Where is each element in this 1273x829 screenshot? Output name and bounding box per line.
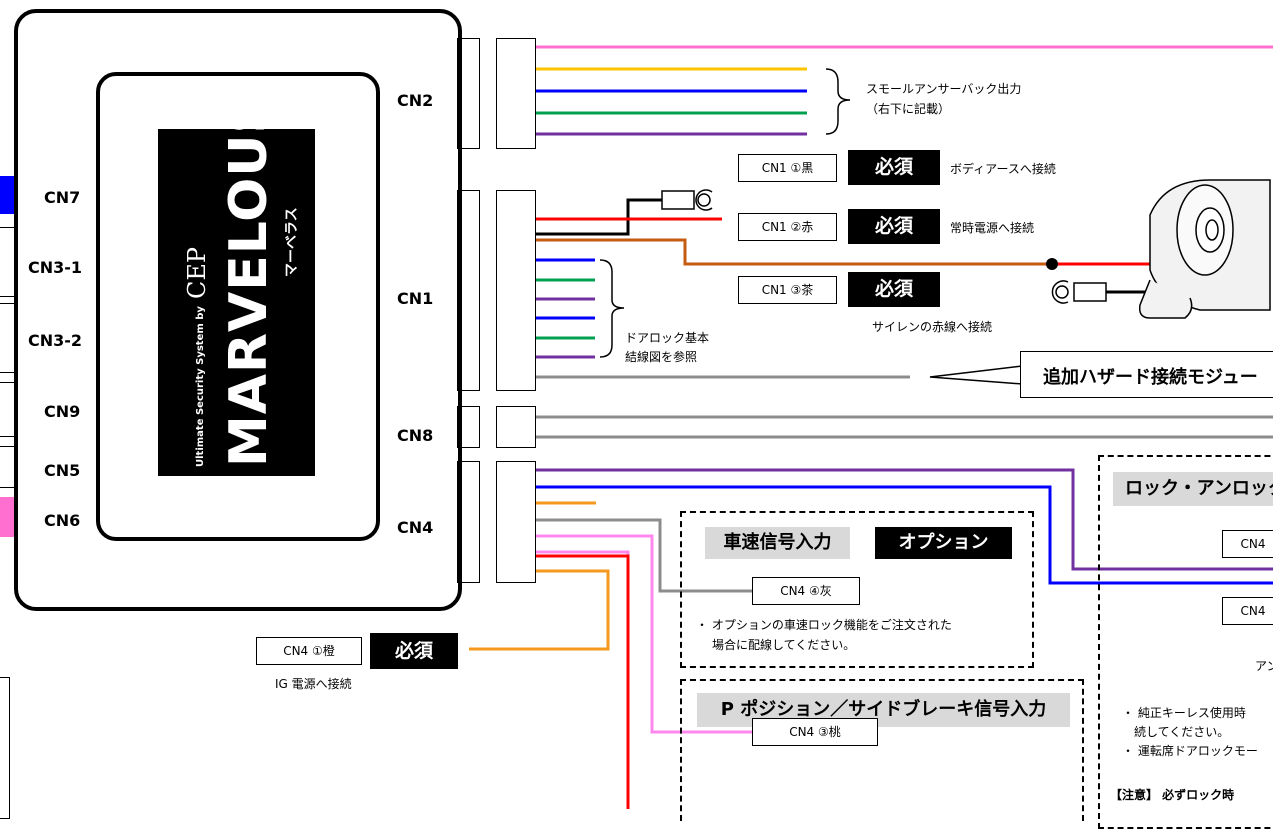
wiring-diagram: [469, 45, 1273, 809]
cn1-desc-brown: サイレンの赤線へ接続: [872, 320, 993, 334]
lock-code-2: CN4: [1222, 597, 1273, 625]
left-connector-cn7: [0, 176, 14, 214]
cn1-socket: [457, 190, 480, 391]
cn1-required-badge-brown: 必須: [848, 272, 940, 307]
speed-signal-title: 車速信号入力: [705, 527, 850, 559]
cn2-brace: [825, 68, 851, 135]
ig-code: CN4 ①橙: [256, 637, 362, 665]
legend-frame-fragment: [0, 677, 10, 819]
cn2-plug: [496, 38, 536, 149]
lock-code-1: CN4: [1222, 530, 1273, 558]
ground-terminal-sleeve: [661, 190, 695, 210]
siren-ground-sleeve: [1073, 282, 1107, 302]
p-position-panel: [680, 679, 1084, 821]
port-label-cn8: CN8: [397, 426, 434, 445]
port-label-cn6: CN6: [44, 511, 81, 530]
port-label-cn2: CN2: [397, 91, 434, 110]
cn4-purple-wire: [535, 468, 1273, 571]
cn1-required-badge-black: 必須: [848, 150, 940, 185]
cn8-plug: [496, 406, 536, 448]
ground-ring-terminal: [695, 189, 713, 211]
lock-fragment: アン: [1255, 659, 1273, 673]
cn1-desc-red: 常時電源へ接続: [950, 221, 1035, 235]
cn2-note-line2: （右下に記載）: [866, 102, 951, 116]
ig-required-badge: 必須: [370, 633, 458, 669]
siren-junction: [1046, 258, 1058, 270]
port-label-cn4: CN4: [397, 518, 434, 537]
ig-desc: IG 電源へ接続: [275, 677, 352, 691]
cn1-code-black: CN1 ①黒: [738, 154, 837, 182]
cn4-pink-wire: [535, 534, 752, 734]
cn4-plug: [496, 461, 536, 583]
lock-unlock-panel: [1098, 455, 1273, 829]
cn1-brown-wire: [535, 238, 1052, 266]
cn1-desc-black: ボディアースへ接続: [950, 162, 1056, 176]
hazard-callout-pointer: [929, 365, 1023, 385]
cn1-plug: [496, 190, 536, 391]
lock-note1b: 続してください。: [1134, 725, 1230, 739]
lock-warning: 【注意】 必ずロック時: [1110, 788, 1235, 802]
cn4-orange-wire: [469, 569, 610, 651]
left-connector-cn6: [0, 497, 14, 537]
speed-note-line2: 場合に配線してください。: [712, 638, 856, 652]
logo-katakana: マーベラス: [284, 207, 300, 277]
cn4-gray-wire: [535, 518, 752, 593]
cn2-socket: [457, 38, 480, 149]
siren-illustration: [1138, 179, 1271, 319]
door-brace: [599, 259, 625, 358]
logo-brand: MARVELOUS: [219, 95, 279, 467]
lock-note2: ・ 運転席ドアロックモー: [1122, 744, 1258, 758]
cn4-socket: [457, 461, 480, 583]
speed-option-badge: オプション: [875, 527, 1012, 559]
cn4-pink-wire-2: [535, 550, 630, 809]
lock-unlock-title: ロック・アンロック: [1113, 472, 1273, 506]
door-lock-note-line2: 結線図を参照: [625, 350, 698, 364]
port-label-cn3-1: CN3-1: [28, 258, 83, 277]
logo-maker: CEP: [183, 246, 211, 299]
marvelous-logo: MARVELOUS マーベラス Ultimate Security System…: [158, 95, 315, 476]
speed-signal-panel: [680, 511, 1034, 668]
hazard-callout-box: [1020, 351, 1273, 398]
logo-tagline: Ultimate Security System by: [195, 306, 206, 467]
siren-ground-ring: [1051, 280, 1069, 304]
port-label-cn1: CN1: [397, 289, 434, 308]
cn8-socket: [457, 406, 480, 448]
speed-note-line1: ・ オプションの車速ロック機能をご注文された: [696, 618, 952, 632]
port-label-cn3-2: CN3-2: [28, 331, 83, 350]
p-position-code: CN4 ③桃: [752, 718, 878, 746]
lock-note1: ・ 純正キーレス使用時: [1122, 706, 1246, 720]
cn4-blue-wire: [535, 485, 1273, 585]
port-label-cn5: CN5: [44, 461, 81, 480]
cn1-code-brown: CN1 ③茶: [738, 276, 837, 304]
cn1-required-badge-red: 必須: [848, 209, 940, 244]
cn2-note-line1: スモールアンサーバック出力: [866, 82, 1022, 96]
speed-code: CN4 ④灰: [752, 577, 860, 605]
port-label-cn9: CN9: [44, 402, 81, 421]
door-lock-note-line1: ドアロック基本: [625, 331, 710, 345]
cn1-code-red: CN1 ②赤: [738, 213, 837, 241]
cn4-red-wire: [535, 554, 630, 809]
hazard-callout-text: 追加ハザード接続モジュー: [1043, 367, 1258, 388]
cn1-black-wire: [535, 198, 662, 236]
port-label-cn7: CN7: [44, 188, 81, 207]
